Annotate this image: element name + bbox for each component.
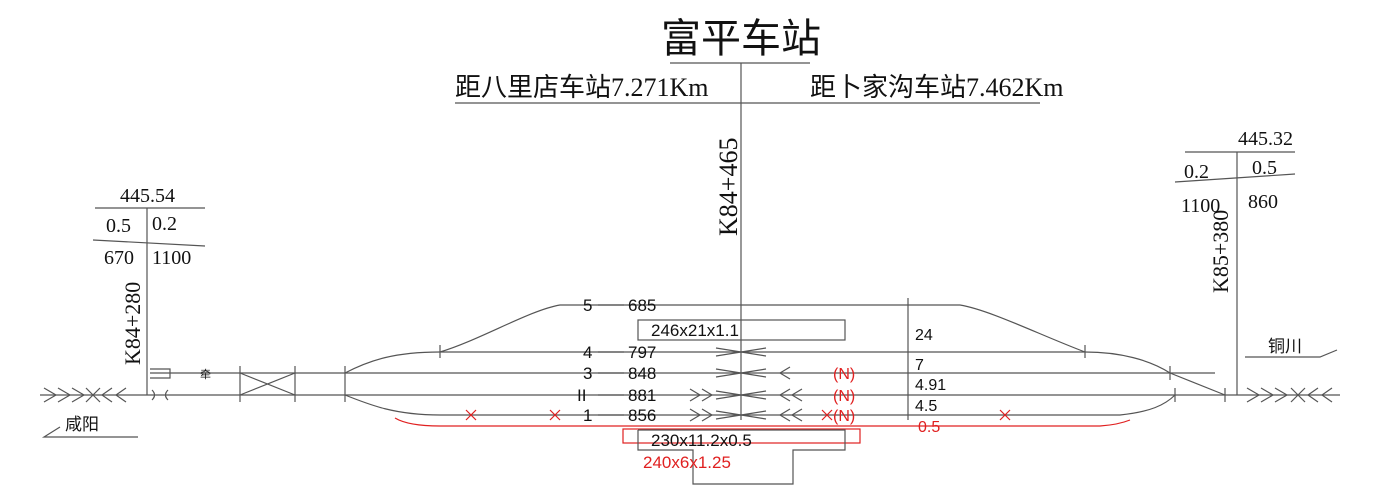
new-track-line — [394, 417, 1131, 427]
center-km-label: K84+465 — [714, 138, 743, 236]
right-grade-left: 0.2 — [1184, 161, 1209, 183]
track-4-number: 4 — [583, 343, 592, 362]
new-mark-II: (N) — [833, 388, 855, 405]
track-4-length: 797 — [628, 343, 656, 362]
new-platform-label: 240x6x1.25 — [643, 453, 731, 472]
right-km-label: K85+380 — [1208, 210, 1233, 293]
right-length-left: 1100 — [1181, 195, 1220, 217]
track-1-length: 856 — [628, 406, 656, 425]
spacing-ticks — [903, 304, 913, 416]
track-3-number: 3 — [583, 364, 592, 383]
new-construction — [394, 409, 1131, 444]
track-labels: 5 685 4 797 3 848 II 881 1 856 — [577, 296, 656, 425]
track-3-length: 848 — [628, 364, 656, 383]
track-5-length: 685 — [628, 296, 656, 315]
shunt-signal-label: 牵 — [200, 368, 211, 381]
station-name: 富平车站 — [661, 16, 821, 61]
left-elevation: 445.54 — [120, 185, 175, 207]
direction-left: 咸阳 — [41, 415, 138, 438]
track-1-number: 1 — [583, 406, 592, 425]
right-length-right: 860 — [1248, 191, 1278, 213]
spacing-3-II: 4.91 — [915, 377, 946, 394]
track-5-line — [439, 304, 1086, 353]
right-elevation: 445.32 — [1238, 128, 1293, 150]
left-profile: 445.54 0.5 0.2 670 1100 K84+280 — [92, 185, 206, 395]
lower-platform — [637, 429, 846, 485]
upper-platform-label: 246x21x1.1 — [651, 321, 739, 340]
track-4-line — [344, 351, 1171, 374]
left-length-right: 1100 — [152, 247, 191, 269]
new-mark-3: (N) — [833, 366, 855, 383]
right-profile: 445.32 0.2 0.5 1100 860 K85+380 — [1174, 128, 1296, 395]
spacing-II-1: 4.5 — [915, 398, 937, 415]
right-grade-right: 0.5 — [1252, 157, 1277, 179]
spacing-4-3: 7 — [915, 357, 924, 374]
track-II-number: II — [577, 386, 586, 405]
svg-text:铜川: 铜川 — [1268, 337, 1302, 356]
track-5-number: 5 — [583, 296, 592, 315]
new-marks: (N) (N) (N) — [833, 366, 855, 425]
left-grade-left: 0.5 — [106, 215, 131, 237]
track-1-line — [344, 394, 1176, 416]
tracks — [40, 298, 1340, 422]
track-label-dashes — [598, 304, 624, 416]
new-mark-1: (N) — [833, 408, 855, 425]
direction-right: 铜川 — [1245, 337, 1338, 358]
left-km-label: K84+280 — [120, 282, 145, 365]
svg-text:咸阳: 咸阳 — [65, 415, 99, 434]
distance-left: 距八里店车站7.271Km — [455, 73, 709, 102]
distance-right: 距卜家沟车站7.462Km — [810, 73, 1064, 102]
upper-platform — [637, 319, 846, 341]
spacing-5-4: 24 — [915, 327, 933, 344]
lower-platform-label: 230x11.2x0.5 — [651, 431, 752, 450]
track-II-length: 881 — [628, 386, 656, 405]
left-grade-right: 0.2 — [152, 213, 177, 235]
new-platform-outline — [622, 428, 861, 444]
spacing-1-new: 0.5 — [918, 419, 940, 436]
spacing-labels: 24 7 4.91 4.5 — [915, 327, 946, 415]
left-length-left: 670 — [104, 247, 134, 269]
